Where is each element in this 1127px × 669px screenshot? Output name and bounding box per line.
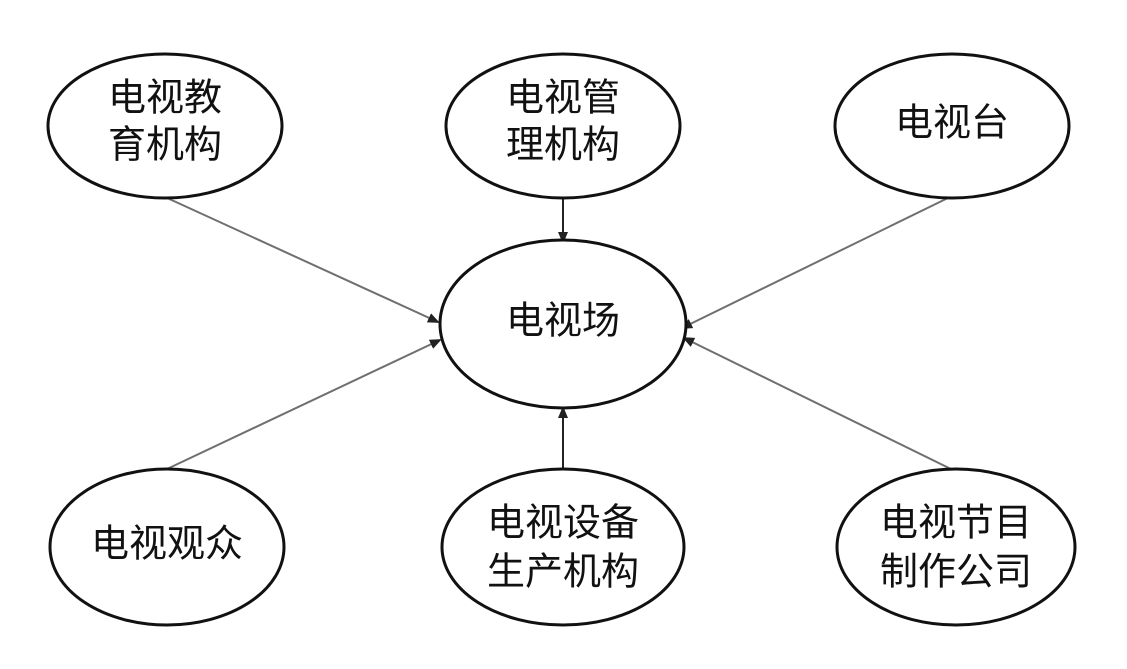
node-tv-station-label: 电视台 [895,101,1009,145]
node-tv-management: 电视管 理机构 [444,52,682,200]
edge-tv-education-to-tv-field [164,196,440,323]
node-tv-management-line-2: 理机构 [506,123,620,167]
node-tv-equipment: 电视设备 生产机构 [440,467,686,627]
node-tv-management-line-1: 电视管 [506,76,620,120]
node-tv-station: 电视台 [833,52,1071,200]
node-tv-audience: 电视观众 [48,467,286,627]
node-tv-audience-label: 电视观众 [91,522,243,566]
node-tv-field: 电视场 [438,238,688,410]
node-tv-program: 电视节目 制作公司 [835,467,1077,627]
edge-tv-program-to-tv-field [682,337,956,472]
node-tv-field-label: 电视场 [506,299,620,343]
node-tv-education-line-2: 育机构 [108,123,222,167]
edges-layer [164,195,956,472]
edge-tv-station-to-tv-field [680,195,953,329]
node-tv-education-line-1: 电视教 [108,76,222,120]
node-tv-program-line-2: 制作公司 [880,550,1032,594]
node-tv-equipment-line-2: 生产机构 [487,550,639,594]
node-tv-education: 电视教 育机构 [46,52,284,200]
edge-tv-audience-to-tv-field [166,339,442,470]
node-tv-program-line-1: 电视节目 [880,501,1032,545]
node-tv-equipment-line-1: 电视设备 [487,501,639,545]
